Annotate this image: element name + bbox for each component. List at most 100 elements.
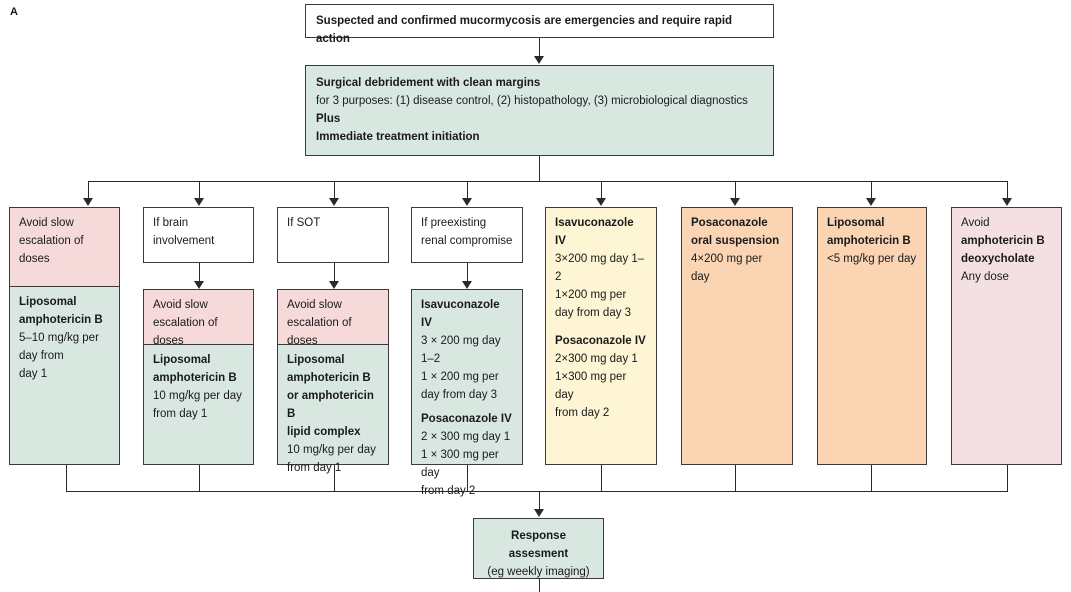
col4-drug-a: Isavuconazole IV — [421, 299, 500, 329]
col1-drug-box: Liposomal amphotericin B 5–10 mg/kg per … — [9, 286, 120, 465]
col4-dose: 1 × 200 mg per — [421, 371, 499, 383]
arrow — [329, 198, 339, 206]
arrow — [194, 281, 204, 289]
surgery-title: Surgical debridement with clean margins — [316, 77, 541, 89]
arrow — [534, 56, 544, 64]
connector — [871, 181, 872, 199]
col8-dose: Any dose — [961, 271, 1009, 283]
merge-line — [66, 491, 1008, 492]
col2-drug-box: Liposomal amphotericin B 10 mg/kg per da… — [143, 344, 254, 465]
arrow — [534, 509, 544, 517]
connector — [539, 156, 540, 182]
connector — [199, 465, 200, 492]
col3-drug: lipid complex — [287, 426, 361, 438]
response-sub: (eg weekly imaging) — [487, 566, 590, 578]
col5-dose: 2×300 mg day 1 — [555, 353, 638, 365]
col3-sub: Avoid slow escalation of doses — [287, 299, 352, 347]
arrow — [462, 281, 472, 289]
connector — [735, 465, 736, 492]
col1-drug: Liposomal amphotericin B — [19, 296, 103, 326]
connector — [467, 465, 468, 492]
col6-drug-box: Posaconazole oral suspension 4×200 mg pe… — [681, 207, 793, 465]
col4-condition-box: If preexisting renal compromise — [411, 207, 523, 263]
col5-dose: 3×200 mg day 1–2 — [555, 253, 645, 283]
col7-drug: Liposomal amphotericin B — [827, 217, 911, 247]
col4-condition: If preexisting renal compromise — [421, 217, 513, 247]
col2-sub: Avoid slow escalation of doses — [153, 299, 218, 347]
col8-drug-box: Avoid amphotericin B deoxycholate Any do… — [951, 207, 1062, 465]
connector — [334, 181, 335, 199]
response-box: Response assesment (eg weekly imaging) — [473, 518, 604, 579]
col3-condition: If SOT — [287, 217, 321, 229]
col2-dose: 10 mg/kg per day — [153, 390, 242, 402]
col3-dose: 10 mg/kg per day — [287, 444, 376, 456]
connector — [199, 181, 200, 199]
col6-dose: 4×200 mg per day — [691, 253, 763, 283]
col2-condition: If brain involvement — [153, 217, 215, 247]
col5-dose: day from day 3 — [555, 307, 632, 319]
surgery-plus: Plus — [316, 113, 341, 125]
col4-dose: day from day 3 — [421, 389, 498, 401]
col4-dose: 2 × 300 mg day 1 — [421, 431, 511, 443]
col3-header-box: Avoid slow escalation of doses — [277, 289, 389, 347]
col4-dose: 1 × 300 mg per day — [421, 449, 499, 479]
col2-header-box: Avoid slow escalation of doses — [143, 289, 254, 347]
arrow — [83, 198, 93, 206]
surgery-purposes: for 3 purposes: (1) disease control, (2)… — [316, 95, 748, 107]
connector — [467, 263, 468, 283]
connector — [1007, 181, 1008, 199]
branch-line — [88, 181, 1008, 182]
connector — [539, 491, 540, 511]
col1-header-box: Avoid slow escalation of doses — [9, 207, 120, 287]
col3-drug-box: Liposomal amphotericin B or amphotericin… — [277, 344, 389, 474]
col4-dose: 3 × 200 mg day 1–2 — [421, 335, 501, 365]
col8-avoid: Avoid — [961, 217, 990, 229]
col3-dose: from day 1 — [287, 462, 342, 474]
connector — [1007, 465, 1008, 492]
connector — [871, 465, 872, 492]
arrow — [329, 281, 339, 289]
connector — [199, 263, 200, 283]
arrow — [194, 198, 204, 206]
arrow — [462, 198, 472, 206]
col5-dose: 1×300 mg per day — [555, 371, 627, 401]
arrow — [596, 198, 606, 206]
col1-dose: 5–10 mg/kg per — [19, 332, 99, 344]
col8-drug: amphotericin B deoxycholate — [961, 235, 1045, 265]
arrow — [730, 198, 740, 206]
col3-drug: Liposomal — [287, 354, 345, 366]
arrow — [1002, 198, 1012, 206]
surgery-treatment: Immediate treatment initiation — [316, 131, 480, 143]
col5-dose: 1×200 mg per — [555, 289, 627, 301]
col5-drug-b: Posaconazole IV — [555, 335, 646, 347]
col5-dose: from day 2 — [555, 407, 610, 419]
connector — [601, 181, 602, 199]
col1-dose: day from — [19, 350, 64, 362]
emergency-text: Suspected and confirmed mucormycosis are… — [316, 15, 733, 45]
connector — [467, 181, 468, 199]
connector — [735, 181, 736, 199]
col4-drug-box: Isavuconazole IV 3 × 200 mg day 1–2 1 × … — [411, 289, 523, 497]
col1-header: Avoid slow escalation of doses — [19, 217, 84, 265]
col4-drug-b: Posaconazole IV — [421, 413, 512, 425]
col2-condition-box: If brain involvement — [143, 207, 254, 263]
col3-drug: amphotericin B — [287, 372, 371, 384]
response-title: Response assesment — [508, 530, 569, 560]
panel-label: A — [10, 6, 18, 18]
connector — [539, 579, 540, 592]
arrow — [866, 198, 876, 206]
col2-dose: from day 1 — [153, 408, 208, 420]
connector — [88, 181, 89, 199]
surgery-box: Surgical debridement with clean margins … — [305, 65, 774, 156]
col3-drug: or amphotericin B — [287, 390, 374, 420]
col5-drug-a: Isavuconazole IV — [555, 217, 634, 247]
col7-drug-box: Liposomal amphotericin B <5 mg/kg per da… — [817, 207, 927, 465]
emergency-box: Suspected and confirmed mucormycosis are… — [305, 4, 774, 45]
col2-drug: Liposomal amphotericin B — [153, 354, 237, 384]
col1-dose: day 1 — [19, 368, 48, 380]
col7-dose: <5 mg/kg per day — [827, 253, 917, 265]
col3-condition-box: If SOT — [277, 207, 389, 263]
col5-drug-box: Isavuconazole IV 3×200 mg day 1–2 1×200 … — [545, 207, 657, 465]
connector — [334, 263, 335, 283]
connector — [601, 465, 602, 492]
